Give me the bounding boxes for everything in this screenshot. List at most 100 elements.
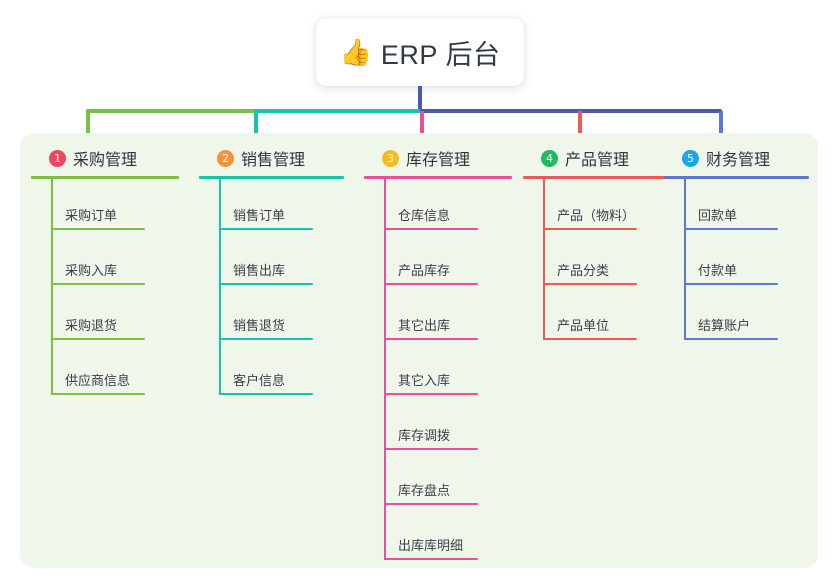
- connector-drop-inventory: [420, 111, 424, 137]
- module-number-badge: 5: [682, 149, 699, 167]
- module-title: 产品管理: [565, 152, 630, 169]
- module-item[interactable]: 付款单: [664, 234, 809, 289]
- module-item[interactable]: 产品分类: [523, 234, 671, 289]
- module-item-rule: [684, 283, 778, 285]
- module-item-label: 采购订单: [65, 208, 118, 223]
- module-spine: [684, 179, 686, 340]
- connector-segment-blue: [420, 109, 722, 113]
- module-item[interactable]: 库存盘点: [364, 454, 512, 509]
- module-item[interactable]: 客户信息: [199, 344, 344, 399]
- module-item-label: 库存盘点: [398, 483, 451, 498]
- module-item[interactable]: 出库库明细: [364, 509, 512, 564]
- module-column-3: 3 库存管理仓库信息产品库存其它出库其它入库库存调拨库存盘点出库库明细: [364, 146, 512, 564]
- module-item-rule: [684, 338, 778, 340]
- connector-drop-product: [578, 111, 582, 137]
- module-item-label: 销售订单: [233, 208, 286, 223]
- module-item-rule: [384, 558, 478, 560]
- module-header-1[interactable]: 1 采购管理: [31, 146, 179, 170]
- module-item-list: 仓库信息产品库存其它出库其它入库库存调拨库存盘点出库库明细: [364, 179, 512, 564]
- module-item-label: 产品（物料）: [557, 208, 636, 223]
- module-item-rule: [51, 228, 145, 230]
- module-spine: [51, 179, 53, 395]
- module-item-label: 其它入库: [398, 373, 451, 388]
- module-item-rule: [219, 393, 313, 395]
- module-item-label: 仓库信息: [398, 208, 451, 223]
- thumbs-up-icon: 👍: [339, 37, 372, 67]
- module-column-4: 4 产品管理产品（物料） 产品分类产品单位: [523, 146, 671, 344]
- module-item-label: 采购入库: [65, 263, 118, 278]
- module-item-rule: [384, 228, 478, 230]
- module-column-5: 5 财务管理回款单付款单结算账户: [664, 146, 809, 344]
- module-item-label: 其它出库: [398, 318, 451, 333]
- module-item-rule: [384, 503, 478, 505]
- module-underline: [199, 176, 344, 179]
- module-item-rule: [384, 283, 478, 285]
- module-item[interactable]: 采购退货: [31, 289, 179, 344]
- module-item-list: 回款单付款单结算账户: [664, 179, 809, 344]
- module-number-badge: 3: [382, 149, 399, 167]
- module-item-label: 供应商信息: [65, 373, 131, 388]
- module-item-label: 客户信息: [233, 373, 286, 388]
- page-title: ERP 后台: [380, 39, 501, 70]
- module-item-label: 回款单: [698, 208, 738, 223]
- module-item[interactable]: 产品（物料）: [523, 179, 671, 234]
- module-item[interactable]: 仓库信息: [364, 179, 512, 234]
- module-item[interactable]: 结算账户: [664, 289, 809, 344]
- connector-segment-teal: [254, 109, 420, 113]
- module-item-rule: [543, 283, 637, 285]
- module-item-label: 产品单位: [557, 318, 610, 333]
- module-item-rule: [684, 228, 778, 230]
- module-title: 采购管理: [73, 152, 138, 169]
- module-header-5[interactable]: 5 财务管理: [664, 146, 809, 170]
- module-number-badge: 1: [49, 149, 66, 167]
- module-title: 库存管理: [406, 152, 471, 169]
- module-number-badge: 2: [217, 149, 234, 167]
- module-item-rule: [384, 338, 478, 340]
- module-item-rule: [543, 228, 637, 230]
- module-spine: [219, 179, 221, 395]
- module-item[interactable]: 采购订单: [31, 179, 179, 234]
- module-item[interactable]: 其它出库: [364, 289, 512, 344]
- module-number-badge: 4: [541, 149, 558, 167]
- module-item-label: 产品库存: [398, 263, 451, 278]
- module-item[interactable]: 库存调拨: [364, 399, 512, 454]
- module-item-rule: [51, 338, 145, 340]
- module-item[interactable]: 销售订单: [199, 179, 344, 234]
- module-item[interactable]: 回款单: [664, 179, 809, 234]
- module-title: 销售管理: [241, 152, 306, 169]
- module-item-label: 付款单: [698, 263, 738, 278]
- module-item-label: 库存调拨: [398, 428, 451, 443]
- module-item-rule: [219, 228, 313, 230]
- module-column-1: 1 采购管理采购订单采购入库采购退货供应商信息: [31, 146, 179, 399]
- module-header-3[interactable]: 3 库存管理: [364, 146, 512, 170]
- module-underline: [31, 176, 179, 179]
- module-spine: [543, 179, 545, 340]
- connector-segment-green: [86, 109, 254, 113]
- module-item-rule: [543, 338, 637, 340]
- root-title-card[interactable]: 👍 ERP 后台: [316, 18, 524, 86]
- module-item[interactable]: 其它入库: [364, 344, 512, 399]
- module-underline: [364, 176, 512, 179]
- connector-drop-sales: [254, 111, 258, 137]
- module-header-4[interactable]: 4 产品管理: [523, 146, 671, 170]
- module-item-rule: [384, 448, 478, 450]
- module-item[interactable]: 产品单位: [523, 289, 671, 344]
- module-item-list: 销售订单销售出库销售退货客户信息: [199, 179, 344, 399]
- connector-drop-finance: [719, 111, 723, 137]
- module-item[interactable]: 销售退货: [199, 289, 344, 344]
- module-title: 财务管理: [706, 152, 771, 169]
- module-item[interactable]: 产品库存: [364, 234, 512, 289]
- module-spine: [384, 179, 386, 560]
- connector-drop-purchase: [86, 111, 90, 137]
- module-item-rule: [51, 393, 145, 395]
- module-underline: [523, 176, 671, 179]
- module-item-rule: [219, 338, 313, 340]
- module-item[interactable]: 采购入库: [31, 234, 179, 289]
- module-header-2[interactable]: 2 销售管理: [199, 146, 344, 170]
- module-item[interactable]: 供应商信息: [31, 344, 179, 399]
- module-item[interactable]: 销售出库: [199, 234, 344, 289]
- module-item-rule: [51, 283, 145, 285]
- module-item-rule: [219, 283, 313, 285]
- module-item-label: 结算账户: [698, 318, 751, 333]
